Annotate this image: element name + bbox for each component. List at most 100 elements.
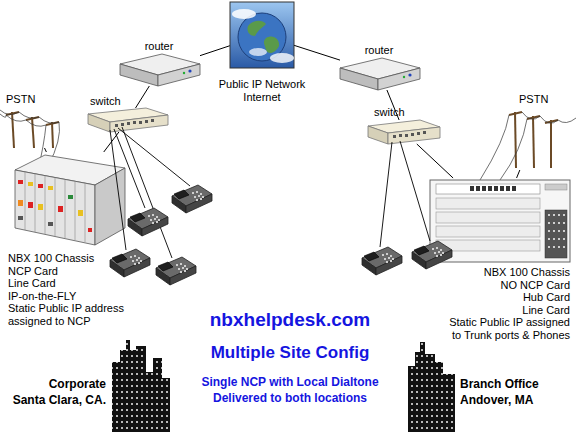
router-icon-part — [188, 69, 191, 72]
nbx-chassis-part-part — [558, 214, 560, 216]
site-name: Branch Office — [460, 377, 572, 392]
nbx-chassis-part — [28, 202, 33, 208]
network-link — [200, 46, 230, 56]
switch-icon-part — [121, 123, 124, 126]
nbx-chassis-part-part — [558, 230, 560, 232]
switch-icon-part — [411, 133, 414, 136]
switch-icon-part — [423, 131, 426, 134]
nbx-chassis-part — [25, 172, 85, 242]
phone-wire-part — [0, 110, 59, 123]
router-icon-part — [378, 68, 420, 90]
node-label: NBX 100 Chassis — [442, 266, 570, 279]
node-label: PSTN — [6, 93, 46, 106]
nbx-chassis-part-part — [548, 230, 550, 232]
node-label: Line Card — [8, 277, 148, 290]
router-icon — [120, 54, 200, 86]
site-url: nbxhelpdesk.com — [180, 309, 400, 331]
switch-icon-part — [127, 122, 130, 125]
nbx-chassis-part-part — [563, 246, 565, 248]
node-label: NCP Card — [8, 265, 148, 278]
node-label: IP-on-the-FLY — [8, 290, 148, 303]
node-label: NO NCP Card — [442, 279, 570, 292]
node-label: NBX 100 Chassis — [8, 252, 148, 265]
node-text-group: switch — [90, 95, 140, 108]
router-icon-part — [120, 64, 158, 86]
chassis-node: NBX 100 ChassisNCP CardLine CardIP-on-th… — [12, 152, 125, 245]
internet-globe — [230, 2, 294, 68]
phone-wire-part — [480, 115, 509, 180]
phone-cable-part — [380, 142, 392, 247]
site-name: Corporate — [0, 377, 106, 392]
router-icon-part — [158, 64, 200, 86]
city-skyline-part — [112, 340, 170, 432]
telephone-pole-part — [533, 116, 534, 168]
switch-icon — [368, 120, 440, 144]
switch-icon-part — [405, 134, 408, 137]
phone-cable-part — [400, 141, 430, 241]
internet-globe-part — [270, 53, 294, 63]
ip-phone-part — [412, 241, 452, 269]
switch-node: switch — [368, 120, 440, 144]
nbx-chassis-part-part — [563, 214, 565, 216]
nbx-chassis-part-part — [45, 176, 46, 234]
router-icon-part — [403, 76, 405, 78]
nbx-chassis-part — [58, 206, 63, 212]
switch-icon-part — [368, 126, 388, 144]
node-text-group: router — [354, 44, 404, 57]
nbx-chassis-part-part — [482, 186, 486, 191]
telephone-pole — [6, 112, 59, 148]
nbx-chassis-part — [48, 222, 53, 226]
city-skyline-part — [112, 340, 170, 432]
node-text-group: NBX 100 ChassisNCP CardLine CardIP-on-th… — [8, 252, 148, 327]
city-skyline-part — [408, 342, 455, 432]
switch-icon-part — [399, 134, 402, 137]
nbx-chassis-part — [436, 184, 540, 194]
nbx-chassis-part-part — [470, 186, 474, 191]
network-link — [517, 170, 520, 178]
phone-wire — [480, 112, 576, 180]
telephone-pole — [509, 112, 558, 168]
nbx-chassis-part — [18, 216, 23, 220]
nbx-chassis-part-part — [553, 214, 555, 216]
switch-icon-part — [133, 121, 136, 124]
switch-icon-part — [88, 114, 110, 132]
node-label: switch — [374, 106, 424, 119]
internet-globe-part — [249, 48, 267, 56]
nbx-chassis-part — [548, 214, 565, 248]
router-icon-part — [183, 72, 185, 74]
node-label: Public IP Network Internet — [207, 78, 317, 103]
site-location: Andover, MA — [460, 393, 572, 408]
nbx-chassis-part — [88, 228, 92, 232]
ip-phone-part — [110, 249, 150, 277]
chassis-node: NBX 100 ChassisNO NCP CardHub CardLine C… — [428, 178, 570, 264]
ip-phone-part — [362, 247, 402, 275]
nbx-chassis-part — [38, 184, 43, 188]
phone-wire-part — [0, 114, 46, 126]
phone-cable-part — [110, 130, 126, 250]
phone-cable-part — [118, 128, 190, 186]
internet-cloud: Public IP Network Internet — [230, 2, 294, 68]
nbx-chassis-part — [18, 200, 23, 206]
nbx-chassis-part — [18, 180, 23, 184]
node-label: Hub Card — [442, 291, 570, 304]
nbx-chassis-part-part — [563, 230, 565, 232]
nbx-chassis-part — [48, 186, 53, 190]
nbx-chassis-part-part — [553, 222, 555, 224]
nbx-chassis-part — [68, 195, 73, 199]
nbx-chassis-part-part — [25, 172, 26, 230]
nbx-chassis-part-part — [548, 238, 550, 240]
pstn-node: PSTN — [5, 108, 65, 148]
switch-icon-part — [151, 119, 154, 122]
diagram-heading: Multiple Site Config — [170, 343, 410, 363]
nbx-chassis-part — [28, 182, 33, 186]
nbx-chassis-part-part — [563, 238, 565, 240]
site-location: Santa Clara, CA. — [0, 393, 106, 408]
nbx-chassis-part-part — [436, 226, 540, 237]
node-label: router — [134, 40, 184, 53]
router-node: router — [340, 56, 420, 90]
node-label: Static Public IP assigned to Trunk ports… — [442, 316, 570, 341]
nbx-chassis-part-part — [55, 178, 56, 236]
nbx-chassis-part-part — [75, 181, 76, 240]
